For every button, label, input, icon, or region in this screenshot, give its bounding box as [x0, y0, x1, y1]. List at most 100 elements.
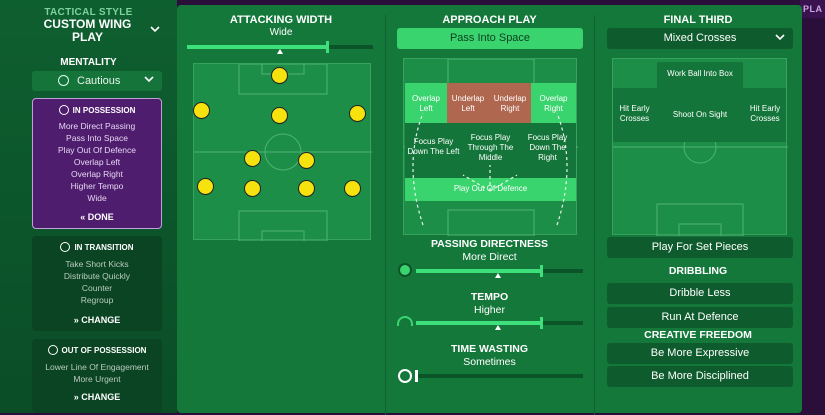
divider [594, 15, 595, 415]
zone-focus-left[interactable]: Focus Play Down The Left [405, 123, 462, 178]
double-chevron-icon: « [80, 212, 86, 222]
default-marker [495, 325, 501, 330]
player-marker[interactable] [298, 152, 315, 169]
player-marker[interactable] [344, 180, 361, 197]
zone-hit-early-crosses-right[interactable]: Hit Early Crosses [744, 88, 786, 142]
pitch-markings [194, 64, 372, 241]
transition-icon [60, 242, 71, 252]
passing-directness-fill [416, 269, 541, 273]
sidebar: TACTICAL STYLE CUSTOM WING PLAY MENTALIT… [0, 0, 177, 413]
be-more-disciplined-button[interactable]: Be More Disciplined [607, 366, 793, 387]
instruction-item: Higher Tempo [70, 181, 124, 191]
default-marker [495, 273, 501, 278]
instruction-item: More Direct Passing [58, 121, 136, 131]
player-marker[interactable] [271, 67, 288, 84]
player-marker[interactable] [197, 178, 214, 195]
done-label: DONE [87, 212, 114, 222]
out-of-possession-title: OUT OF POSSESSION [61, 346, 147, 355]
instruction-item: Overlap Right [71, 169, 123, 179]
final-third-title: FINAL THIRD [663, 14, 733, 26]
stopwatch-icon [398, 369, 412, 383]
zone-focus-middle[interactable]: Focus Play Through The Middle [462, 123, 519, 178]
mentality-select[interactable]: Cautious [32, 71, 162, 91]
player-marker[interactable] [244, 180, 261, 197]
chevron-down-icon[interactable] [150, 24, 160, 34]
passing-directness-handle[interactable] [540, 265, 543, 277]
attacking-width-fill [187, 45, 327, 49]
time-wasting-value: Sometimes [463, 356, 516, 368]
mentality-label: MENTALITY [60, 57, 117, 68]
time-wasting-handle[interactable] [415, 370, 418, 382]
approach-play-selected[interactable]: Pass Into Space [397, 28, 583, 49]
player-marker[interactable] [193, 102, 210, 119]
double-chevron-icon: » [73, 392, 79, 402]
zone-underlap-left[interactable]: Underlap Left [447, 83, 489, 123]
player-marker[interactable] [349, 105, 366, 122]
change-label: CHANGE [81, 392, 121, 402]
zone-overlap-left[interactable]: Overlap Left [405, 83, 447, 123]
divider [385, 15, 386, 415]
tempo-fill [416, 321, 541, 325]
tempo-title: TEMPO [470, 291, 509, 303]
top-strip: PLA [800, 0, 825, 18]
zone-underlap-right[interactable]: Underlap Right [489, 83, 531, 123]
play-for-set-pieces-button[interactable]: Play For Set Pieces [607, 237, 793, 258]
attacking-width-value: Wide [269, 27, 293, 38]
in-possession-header: IN POSSESSION [33, 105, 161, 115]
in-transition-header: IN TRANSITION [32, 242, 162, 252]
player-marker[interactable] [244, 150, 261, 167]
shield-icon [58, 105, 69, 115]
zone-focus-right[interactable]: Focus Play Down The Right [519, 123, 576, 178]
be-more-expressive-button[interactable]: Be More Expressive [607, 343, 793, 364]
attacking-width-handle[interactable] [326, 41, 329, 53]
oop-change-button[interactable]: » CHANGE [32, 392, 162, 402]
out-of-possession-card[interactable]: OUT OF POSSESSION Lower Line Of Engageme… [32, 339, 162, 413]
player-marker[interactable] [298, 180, 315, 197]
movement-arrows [412, 112, 568, 226]
time-wasting-title: TIME WASTING [451, 343, 528, 355]
done-button[interactable]: « DONE [33, 212, 161, 222]
instruction-item: Counter [81, 283, 113, 293]
instruction-item: Wide [87, 193, 107, 203]
player-marker[interactable] [271, 107, 288, 124]
transition-change-button[interactable]: » CHANGE [32, 315, 162, 325]
zone-hit-early-crosses-left[interactable]: Hit Early Crosses [613, 88, 656, 142]
tempo-gauge-icon [397, 316, 413, 326]
time-wasting-track[interactable] [416, 374, 583, 378]
out-of-possession-icon [47, 345, 58, 355]
passing-directness-title: PASSING DIRECTNESS [430, 238, 549, 250]
formation-pitch [193, 63, 372, 241]
tempo-handle[interactable] [540, 317, 543, 329]
approach-play-title: APPROACH PLAY [442, 14, 537, 26]
main-panel: ATTACKING WIDTH Wide APPROACH PLAY Pass … [177, 5, 802, 415]
creative-freedom-title: CREATIVE FREEDOM [644, 329, 752, 341]
passing-directness-value: More Direct [462, 251, 517, 263]
run-at-defence-button[interactable]: Run At Defence [607, 307, 793, 328]
instruction-item: More Urgent [73, 374, 121, 384]
instruction-item: Pass Into Space [66, 133, 128, 143]
final-third-selected: Mixed Crosses [663, 32, 737, 44]
dribble-less-button[interactable]: Dribble Less [607, 283, 793, 304]
mentality-value: Cautious [77, 75, 121, 87]
chevron-down-icon [775, 29, 785, 50]
mentality-icon [58, 75, 69, 86]
tactic-name[interactable]: CUSTOM WING PLAY [43, 17, 132, 44]
chevron-down-icon [144, 74, 154, 87]
instruction-item: Distribute Quickly [63, 271, 131, 281]
instruction-item: Lower Line Of Engagement [45, 362, 149, 372]
dribbling-title: DRIBBLING [668, 265, 728, 277]
final-third-select[interactable]: Mixed Crosses [607, 28, 793, 49]
double-chevron-icon: » [73, 315, 79, 325]
out-of-possession-header: OUT OF POSSESSION [32, 345, 162, 355]
zone-overlap-right[interactable]: Overlap Right [531, 83, 576, 123]
instruction-item: Take Short Kicks [65, 259, 129, 269]
in-transition-title: IN TRANSITION [74, 243, 134, 252]
instruction-item: Regroup [80, 295, 114, 305]
zone-shoot-on-sight[interactable]: Shoot On Sight [656, 88, 744, 142]
change-label: CHANGE [81, 315, 121, 325]
zone-work-ball-into-box[interactable]: Work Ball Into Box [657, 62, 743, 88]
